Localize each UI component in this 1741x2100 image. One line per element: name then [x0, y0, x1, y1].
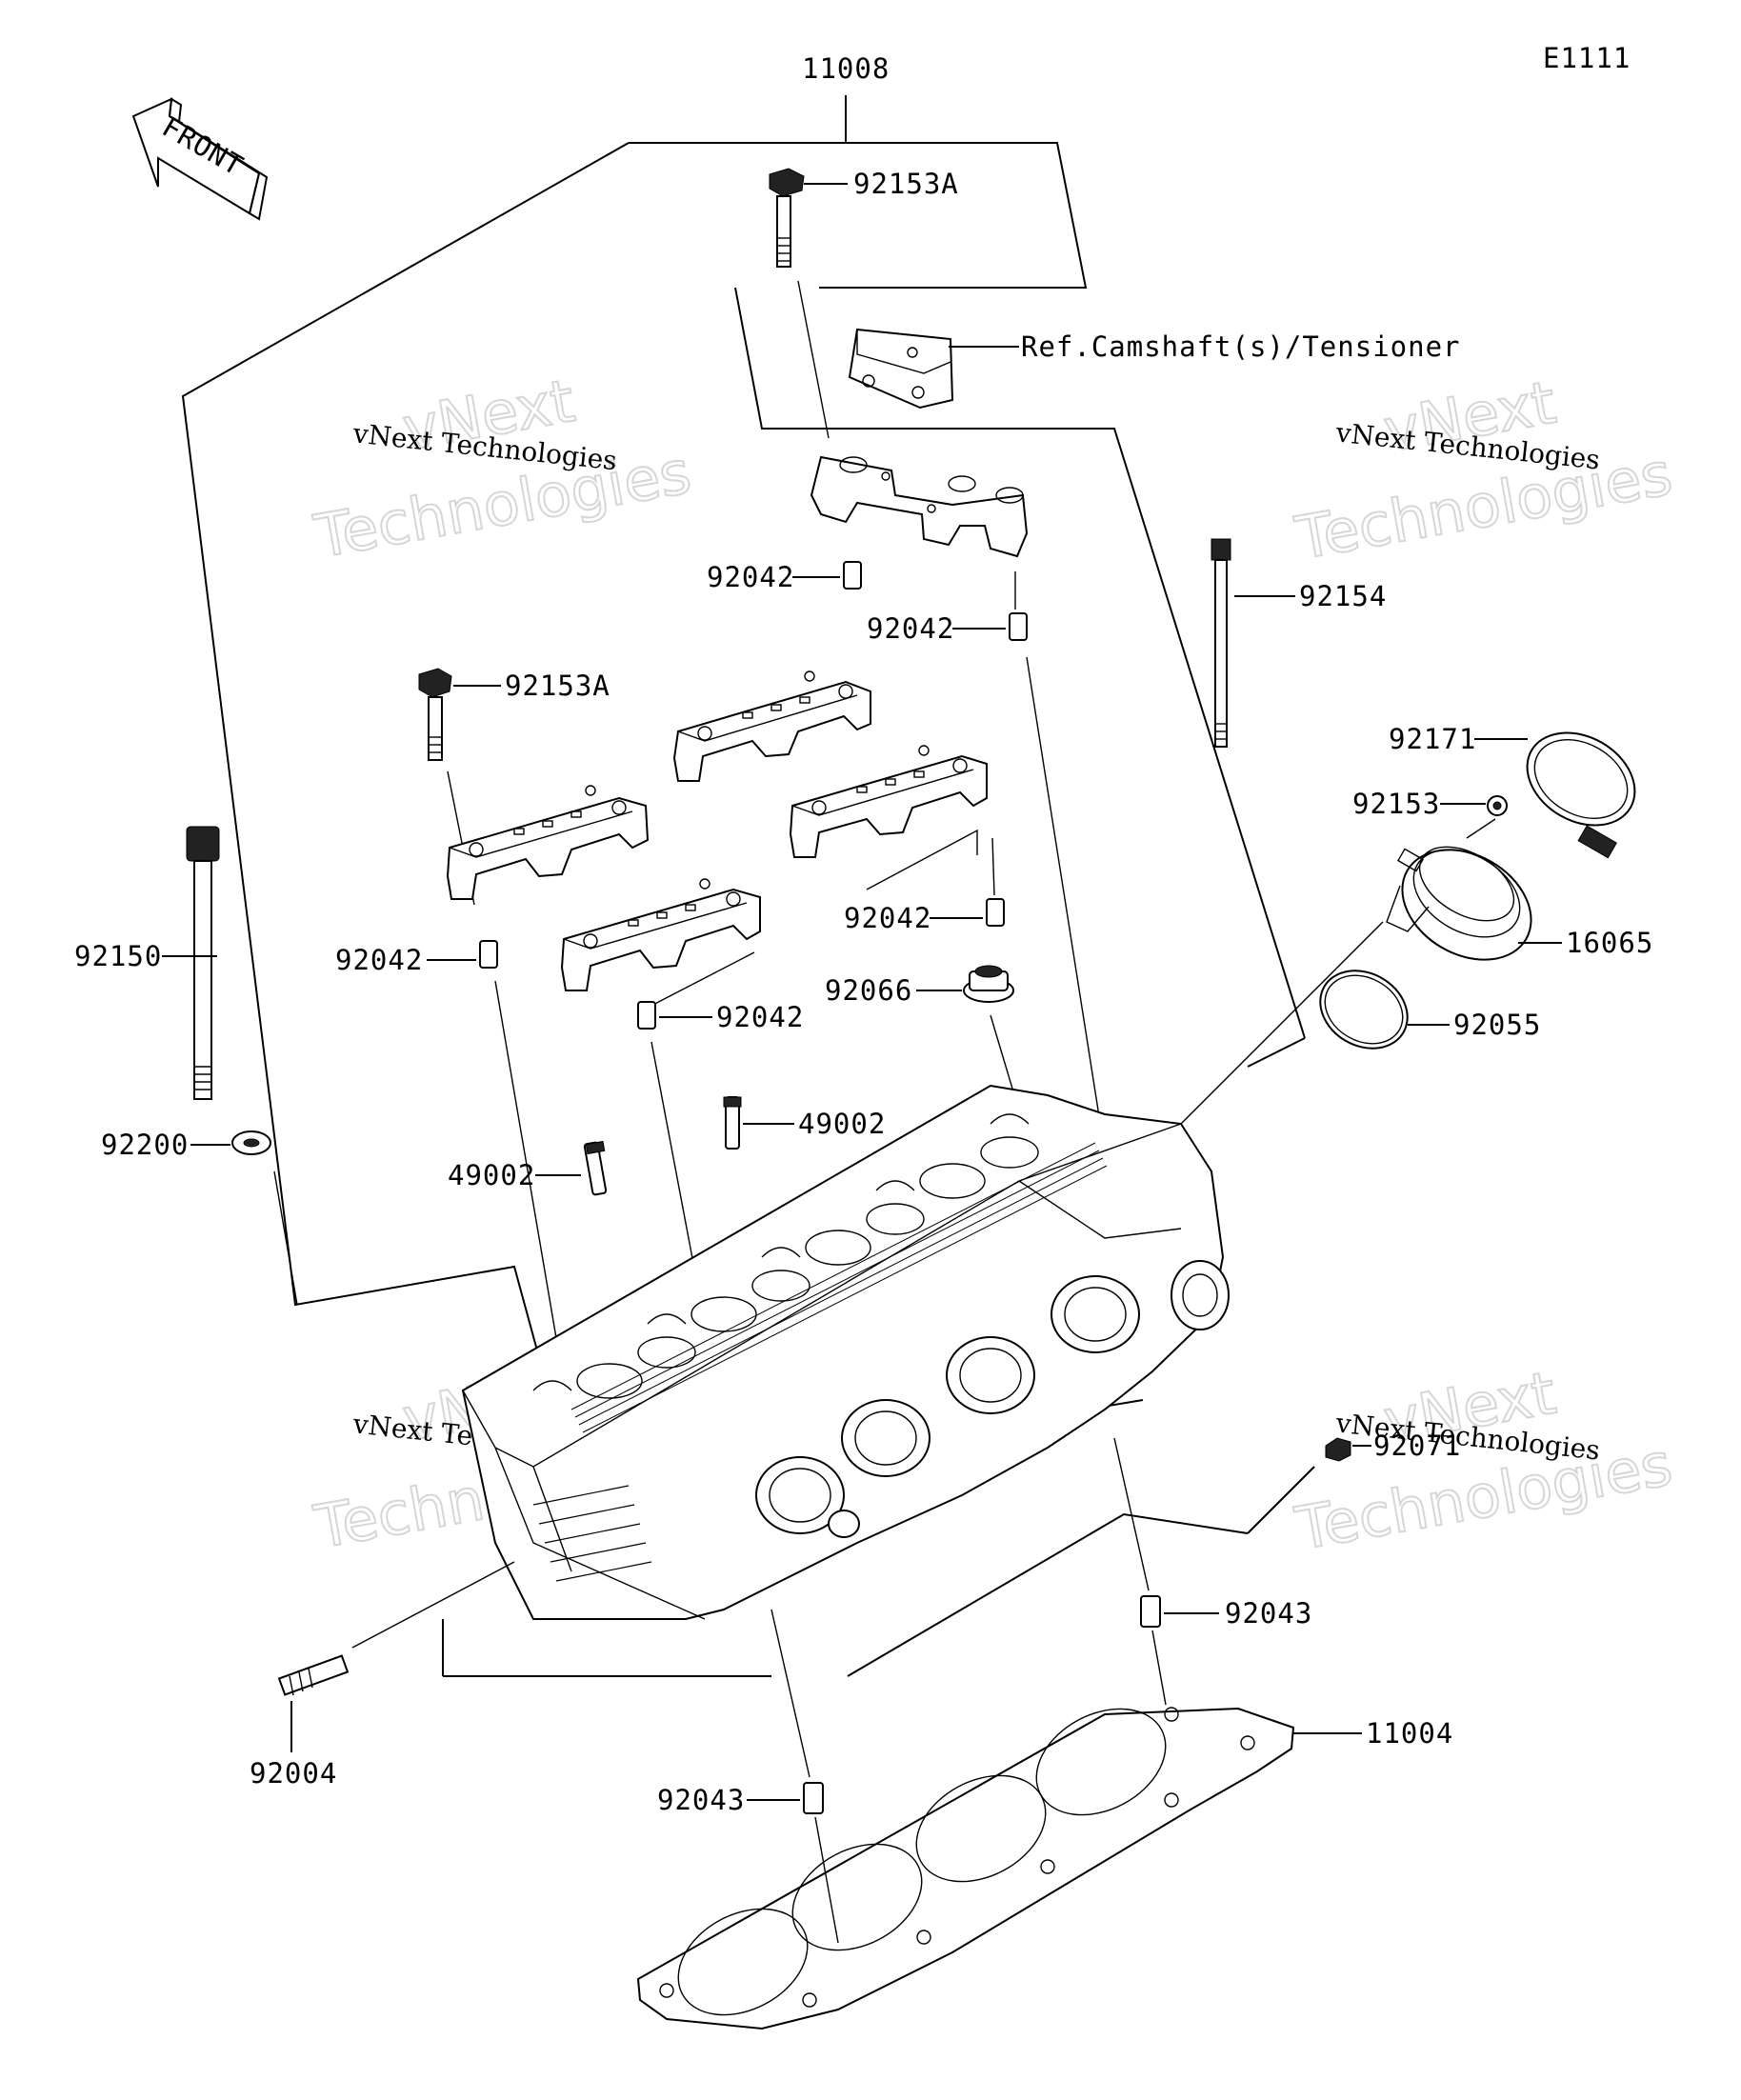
- dowel-92042-d: 92042: [335, 940, 563, 1372]
- label-92004: 92004: [250, 1757, 337, 1790]
- label-92153A-top: 92153A: [853, 168, 959, 200]
- watermark-1: vNext Technologies vNext Technologies: [309, 365, 697, 572]
- stud-92004: 92004: [250, 1561, 515, 1790]
- dowel-92043-a: 92043: [1113, 1437, 1312, 1706]
- tensioner-bracket: Ref.Camshaft(s)/Tensioner: [848, 328, 1461, 410]
- bolt-92150: 92150: [74, 826, 220, 1100]
- label-92042-c: 92042: [844, 902, 931, 934]
- label-92042-a: 92042: [707, 561, 794, 593]
- watermark-4: vNext Technologies vNext Technologies: [1290, 1357, 1678, 1565]
- label-92042-d: 92042: [335, 944, 423, 976]
- label-92200: 92200: [101, 1129, 189, 1161]
- washer-92200: 92200: [101, 1129, 298, 1306]
- label-92153: 92153: [1352, 788, 1440, 820]
- dowel-92042-b: 92042: [867, 571, 1106, 1153]
- label-16065: 16065: [1566, 927, 1653, 959]
- cylinder-head: [461, 1084, 1230, 1620]
- label-92043-b: 92043: [657, 1784, 745, 1816]
- cap-bracket-line-2: [643, 951, 755, 1010]
- bolt-92154: 92154: [1211, 538, 1387, 748]
- label-49002-a: 49002: [798, 1108, 886, 1140]
- guide-49002-a: 49002: [723, 1096, 886, 1150]
- label-92071: 92071: [1373, 1430, 1461, 1462]
- label-92042-e: 92042: [716, 1001, 804, 1033]
- label-92043-a: 92043: [1225, 1597, 1312, 1630]
- bolt-92153A-left: 92153A: [418, 668, 610, 906]
- oring-92055: 92055: [1319, 970, 1541, 1050]
- holder-16065: 16065: [1171, 846, 1653, 1134]
- dowel-92042-c: 92042: [844, 898, 1005, 934]
- label-92042-b: 92042: [867, 612, 954, 645]
- plug-92066: 92066: [825, 965, 1030, 1144]
- bolt-92153: 92153: [1352, 788, 1508, 839]
- cam-cap-1: [446, 785, 650, 900]
- label-92055: 92055: [1453, 1009, 1541, 1041]
- dowel-leader-c: [991, 837, 995, 896]
- front-arrow-icon: FRONT: [131, 97, 269, 221]
- guide-49002-b: 49002: [448, 1140, 608, 1196]
- front-label: FRONT: [157, 110, 250, 183]
- cam-cap-2: [672, 670, 871, 782]
- label-92171: 92171: [1389, 723, 1476, 755]
- dowel-92042-a: 92042: [707, 561, 862, 593]
- label-92066: 92066: [825, 974, 912, 1007]
- label-92153A-left: 92153A: [505, 670, 610, 702]
- dowel-92043-b: 92043: [657, 1609, 839, 1944]
- diagram-code: E1111: [1543, 42, 1631, 74]
- watermark-2: vNext Technologies vNext Technologies: [1290, 367, 1678, 574]
- bolt-92153A-top: 92153A: [769, 168, 959, 439]
- cam-cap-front: [810, 455, 1029, 558]
- label-11008: 11008: [802, 52, 890, 85]
- clamp-92171: 92171: [1389, 723, 1636, 859]
- cap-bracket-line: [866, 829, 978, 890]
- label-92154: 92154: [1299, 580, 1387, 612]
- assembly-frame-11008: 11008: [181, 52, 1315, 1677]
- reference-note: Ref.Camshaft(s)/Tensioner: [1021, 330, 1461, 363]
- cam-cap-4: [560, 878, 761, 991]
- bolt-92071: 92071: [1325, 1430, 1461, 1462]
- label-92150: 92150: [74, 940, 162, 972]
- gasket-11004: 11004: [636, 1707, 1453, 2030]
- cam-cap-3: [789, 745, 988, 858]
- label-11004: 11004: [1366, 1717, 1453, 1750]
- label-49002-b: 49002: [448, 1159, 535, 1191]
